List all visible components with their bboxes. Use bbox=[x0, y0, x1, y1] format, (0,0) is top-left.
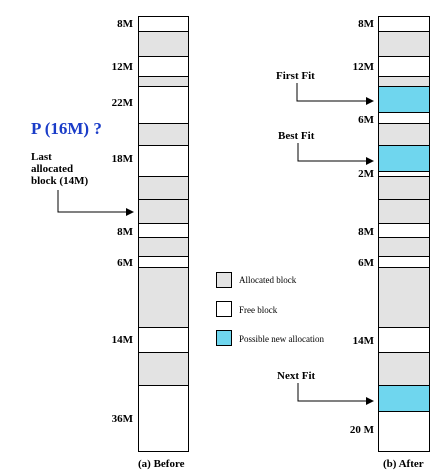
after-size-label: 14M bbox=[352, 335, 374, 347]
before-allocated-block bbox=[138, 31, 189, 57]
before-size-label: 18M bbox=[111, 153, 133, 165]
before-size-label: 6M bbox=[117, 257, 133, 269]
after-allocated-block bbox=[378, 267, 430, 328]
before-allocated-block bbox=[138, 176, 189, 200]
after-size-label: 20 M bbox=[349, 424, 374, 436]
question-text: P (16M) ? bbox=[31, 119, 102, 138]
legend-free-label: Free block bbox=[239, 305, 278, 315]
after-size-label: 12M bbox=[352, 61, 374, 73]
after-caption: (b) After bbox=[383, 458, 424, 470]
first-fit-label: First Fit bbox=[276, 70, 315, 82]
after-size-label: 8M bbox=[358, 226, 374, 238]
before-free-block-36m bbox=[138, 385, 189, 452]
before-free-block-22m bbox=[138, 86, 189, 124]
legend-allocated-swatch bbox=[216, 272, 232, 288]
before-size-label: 8M bbox=[117, 226, 133, 238]
legend-allocated-label: Allocated block bbox=[239, 275, 297, 285]
after-size-label: 6M bbox=[358, 114, 374, 126]
last-allocated-label-line3: block (14M) bbox=[31, 175, 89, 187]
next-fit-label: Next Fit bbox=[277, 370, 316, 382]
after-best-fit-allocation bbox=[378, 145, 430, 172]
best-fit-label: Best Fit bbox=[278, 130, 315, 142]
best-fit-arrow bbox=[297, 143, 374, 165]
after-allocated-block bbox=[378, 199, 430, 224]
legend-free-swatch bbox=[216, 301, 232, 317]
after-size-label: 6M bbox=[358, 257, 374, 269]
after-free-block-20m bbox=[378, 411, 430, 452]
last-allocated-label-line2: allocated bbox=[31, 163, 74, 175]
after-size-label: 8M bbox=[358, 18, 374, 30]
before-size-label: 14M bbox=[111, 334, 133, 346]
after-free-block-14m bbox=[378, 327, 430, 353]
after-size-label: 2M bbox=[358, 168, 374, 180]
before-size-label: 8M bbox=[117, 18, 133, 30]
next-fit-arrow bbox=[297, 383, 374, 405]
before-caption: (a) Before bbox=[138, 458, 185, 470]
last-allocated-label-line1: Last bbox=[31, 151, 52, 163]
legend-new-allocation-label: Possible new allocation bbox=[239, 334, 324, 344]
legend-new-allocation-swatch bbox=[216, 330, 232, 346]
before-size-label: 36M bbox=[111, 413, 133, 425]
before-last-allocated-block bbox=[138, 199, 189, 224]
before-size-label: 22M bbox=[111, 97, 133, 109]
first-fit-arrow bbox=[296, 83, 374, 105]
last-allocated-arrow bbox=[57, 190, 134, 216]
before-size-label: 12M bbox=[111, 61, 133, 73]
